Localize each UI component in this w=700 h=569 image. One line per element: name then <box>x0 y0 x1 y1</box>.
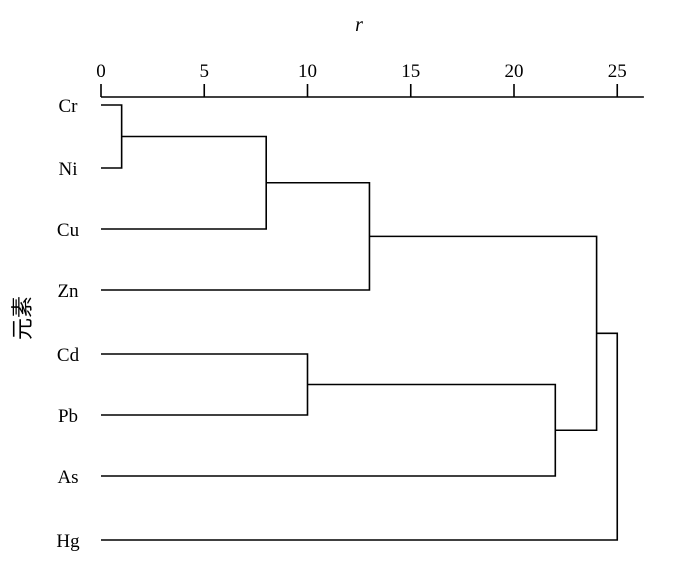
leaf-label-hg: Hg <box>56 531 80 552</box>
merge-link-1 <box>101 135 268 230</box>
merge-link-3 <box>101 353 309 416</box>
x-tick-label: 5 <box>200 61 210 82</box>
x-axis-title: r <box>355 14 363 36</box>
merge-link-5 <box>369 235 598 432</box>
leaf-label-pb: Pb <box>58 406 78 427</box>
y-axis-title: 元素 <box>11 296 36 340</box>
x-tick-label: 15 <box>401 61 420 82</box>
merge-link-6 <box>101 332 619 541</box>
x-axis: 0 5 10 15 20 25 <box>96 61 644 98</box>
leaf-label-as: As <box>57 467 78 488</box>
x-tick-label: 10 <box>298 61 317 82</box>
x-tick-label: 25 <box>608 61 627 82</box>
leaf-label-cu: Cu <box>57 220 80 241</box>
merge-link-4 <box>101 383 557 477</box>
x-tick-label: 0 <box>96 61 106 82</box>
leaf-label-cd: Cd <box>57 345 80 366</box>
merge-link-2 <box>101 181 371 291</box>
merge-link-0 <box>101 104 123 169</box>
leaf-label-ni: Ni <box>59 159 78 180</box>
dendrogram-links <box>101 104 619 541</box>
x-tick-label: 20 <box>505 61 524 82</box>
leaf-label-cr: Cr <box>59 96 79 117</box>
leaf-label-zn: Zn <box>57 281 79 302</box>
